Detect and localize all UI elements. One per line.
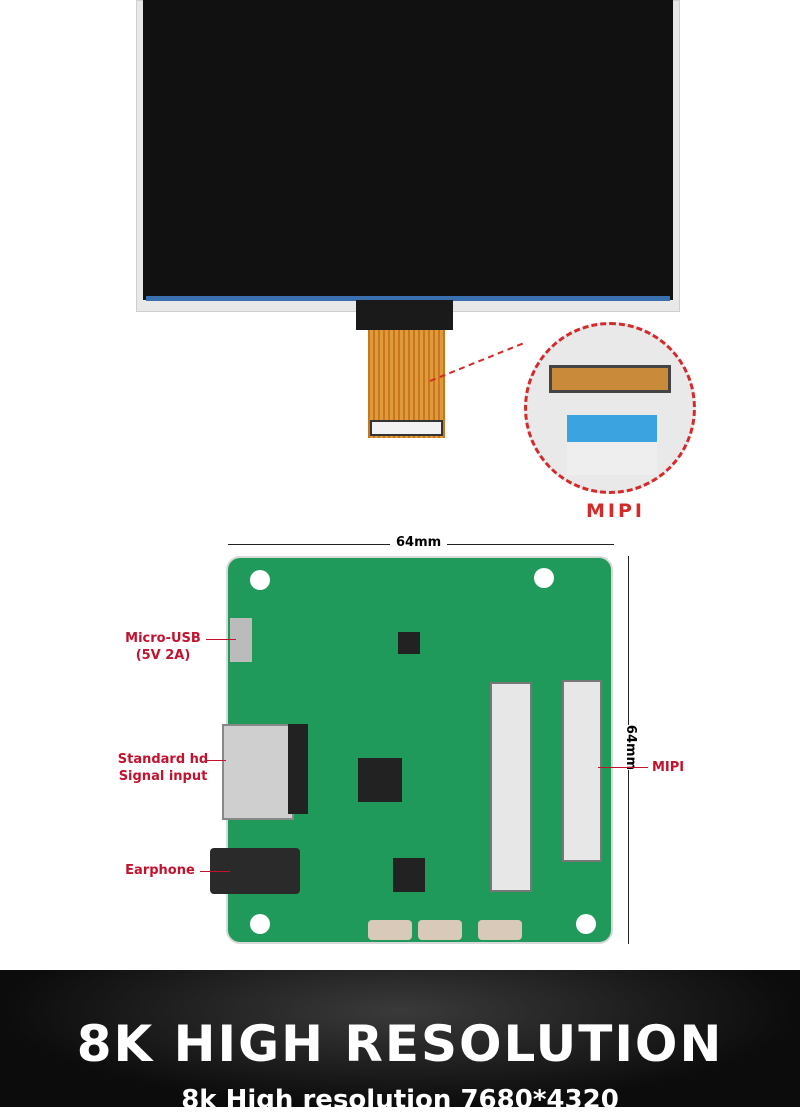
hdmi-socket (288, 724, 308, 814)
zoomed-connector (549, 365, 671, 393)
mipi-label: MIPI (652, 760, 685, 775)
fpc-connector (370, 420, 443, 436)
mount-hole (250, 914, 270, 934)
button (368, 920, 412, 940)
chip (393, 858, 425, 892)
mount-hole (250, 570, 270, 590)
driver-board (210, 556, 613, 944)
mipi-zoom-label: MIPI (586, 500, 645, 522)
zoomed-ribbon (567, 415, 657, 475)
mipi-pointer (598, 767, 648, 768)
button (478, 920, 522, 940)
mipi-zoom-circle (524, 322, 696, 494)
banner-subtitle: 8k High resolution 7680*4320 (181, 1085, 619, 1115)
mipi-connector (562, 680, 602, 862)
display-connector (356, 300, 453, 330)
hdmi-label-line1: Standard hd (117, 752, 209, 767)
button (418, 920, 462, 940)
height-dimension-label: 64mm (623, 724, 639, 771)
usb-label-line2: (5V 2A) (135, 648, 191, 663)
earphone-label: Earphone (125, 863, 195, 878)
chip (398, 632, 420, 654)
hdmi-label: Standard hd Signal input (108, 751, 218, 785)
micro-usb-port (230, 618, 252, 662)
mount-hole (576, 914, 596, 934)
usb-pointer (206, 639, 236, 640)
hdmi-port (222, 724, 294, 820)
usb-label: Micro-USB (5V 2A) (118, 630, 208, 664)
main-chip (358, 758, 402, 802)
hdmi-pointer (206, 760, 226, 761)
earphone-pointer (200, 871, 230, 872)
mipi-connector (490, 682, 532, 892)
backlight-strip (146, 296, 670, 301)
banner-background (0, 970, 800, 1107)
usb-label-line1: Micro-USB (125, 631, 201, 646)
lcd-screen (143, 0, 673, 300)
banner-title: 8K HIGH RESOLUTION (76, 1015, 724, 1073)
hdmi-label-line2: Signal input (118, 769, 208, 784)
width-dimension-label: 64mm (390, 535, 448, 550)
mount-hole (534, 568, 554, 588)
